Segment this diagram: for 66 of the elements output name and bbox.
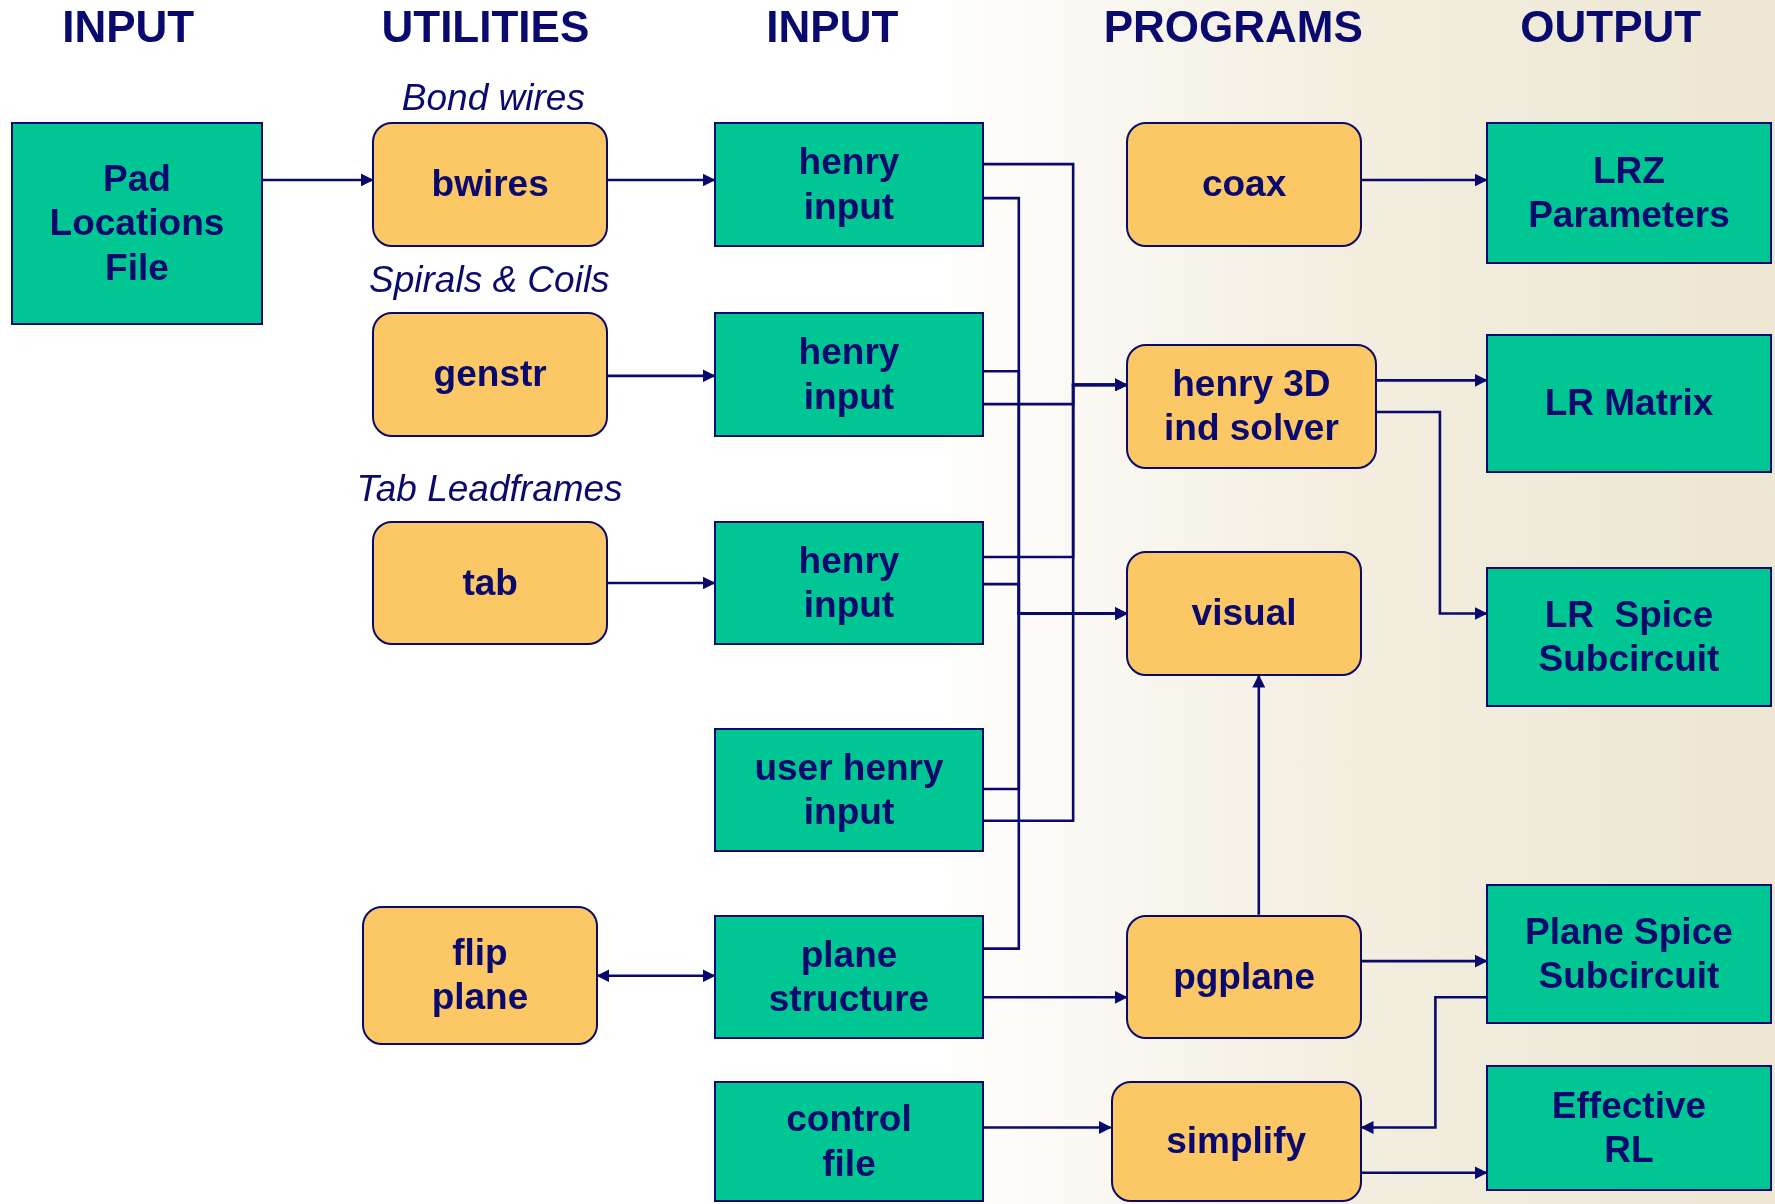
node-label: LR Spice Subcircuit — [1537, 592, 1721, 682]
connector-arrow — [1361, 1166, 1488, 1180]
connector-arrow — [607, 576, 716, 590]
node-label: henry input — [797, 330, 901, 419]
file-box — [1486, 884, 1772, 1025]
node-label: Plane Spice Subcircuit — [1524, 909, 1734, 999]
node-label: henry 3D ind solver — [1163, 362, 1340, 451]
file-box — [714, 1081, 984, 1203]
column-heading: UTILITIES — [381, 2, 590, 52]
connector-arrow — [1252, 674, 1266, 915]
file-box — [714, 520, 984, 646]
program-box — [372, 312, 608, 437]
connector-arrow — [1361, 173, 1488, 187]
program-box — [1126, 122, 1362, 247]
file-box — [1486, 1065, 1772, 1191]
file-box — [714, 914, 984, 1040]
program-box — [362, 905, 598, 1045]
node-label: tab — [461, 560, 519, 605]
node-label: pgplane — [1172, 954, 1316, 999]
connector-arrow — [596, 969, 716, 983]
node-label: henry input — [797, 140, 901, 229]
node-label: plane structure — [767, 932, 931, 1021]
category-caption: Bond wires — [401, 76, 585, 119]
node-label: flip plane — [430, 930, 530, 1020]
program-box — [1110, 1081, 1362, 1203]
program-box — [1126, 914, 1362, 1040]
column-heading: OUTPUT — [1520, 2, 1702, 52]
file-box — [714, 727, 984, 853]
node-label: control file — [785, 1097, 913, 1186]
column-heading: INPUT — [62, 2, 195, 52]
node-label: Effective RL — [1550, 1083, 1708, 1173]
connector-arrow — [1360, 996, 1487, 1134]
connector-arrow — [1376, 410, 1488, 621]
node-label: genstr — [432, 352, 548, 397]
connector-arrow — [983, 607, 1128, 950]
connector-arrow — [983, 990, 1128, 1004]
program-box — [372, 122, 608, 247]
file-box — [1486, 122, 1772, 264]
node-label: simplify — [1165, 1119, 1308, 1164]
column-heading: INPUT — [766, 2, 899, 52]
connector-arrow — [983, 378, 1128, 822]
program-box — [372, 520, 608, 646]
file-box — [1486, 333, 1772, 474]
node-label: henry input — [797, 538, 901, 627]
program-box — [1126, 344, 1377, 469]
file-box — [11, 122, 263, 325]
program-box — [1126, 551, 1362, 676]
category-caption: Tab Leadframes — [356, 467, 623, 510]
connector-arrow — [1361, 954, 1488, 968]
connector-arrow — [983, 1121, 1112, 1134]
node-label: visual — [1190, 591, 1298, 636]
node-label: Pad Locations File — [48, 156, 226, 290]
file-box — [1486, 567, 1772, 708]
connector-arrow — [607, 173, 716, 187]
file-box — [714, 122, 984, 247]
node-label: bwires — [430, 162, 550, 207]
connector-arrow — [262, 173, 374, 187]
file-box — [714, 312, 984, 437]
category-caption: Spirals & Coils — [369, 259, 610, 302]
connector-arrow — [607, 369, 716, 383]
column-heading: PROGRAMS — [1103, 2, 1363, 52]
node-label: coax — [1200, 162, 1288, 207]
node-label: user henry input — [753, 745, 945, 835]
node-label: LR Matrix — [1543, 381, 1715, 426]
connector-arrow — [1376, 373, 1488, 387]
node-label: LRZ Parameters — [1527, 148, 1731, 237]
